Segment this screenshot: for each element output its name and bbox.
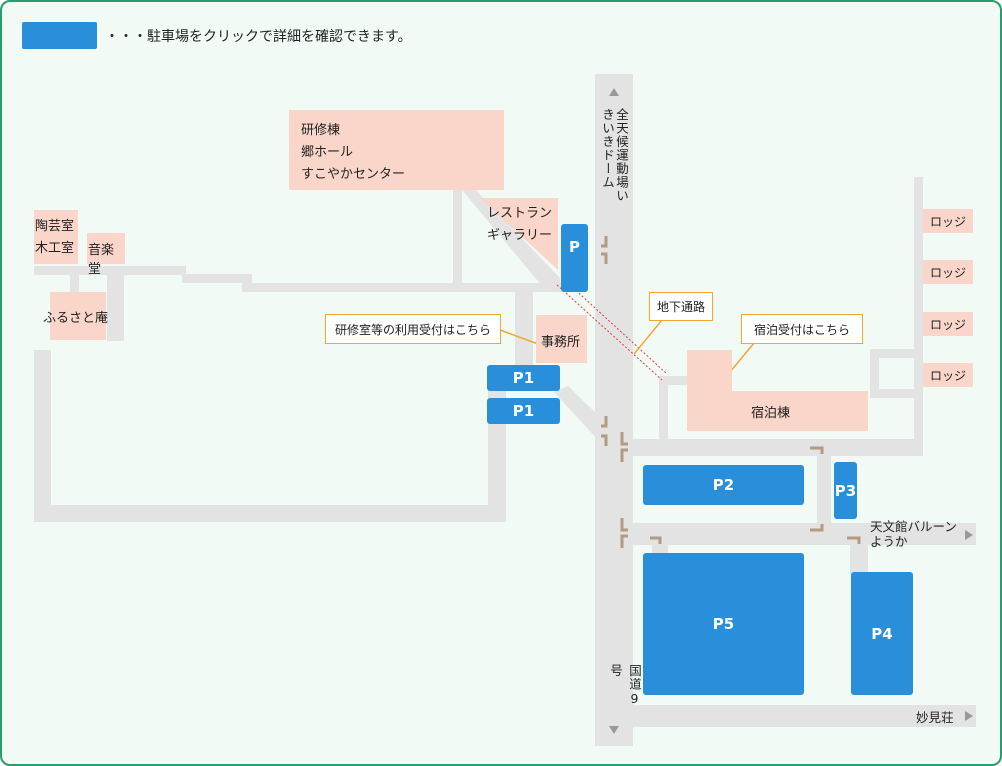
road-left-loop-vertical xyxy=(34,350,51,522)
road-main-vertical xyxy=(595,74,633,746)
road-shukuhaku-stub2 xyxy=(659,376,689,385)
lodge-2: ロッジ xyxy=(923,260,973,284)
road-shukuhaku-stub xyxy=(659,376,668,444)
parking-p3[interactable]: P3 xyxy=(834,462,857,519)
road-top-west2 xyxy=(182,274,252,283)
legend-text: ・・・駐車場をクリックで詳細を確認できます。 xyxy=(105,29,412,45)
building-restaurant: レストラン ギャラリー xyxy=(487,206,553,243)
parking-p1-lower[interactable]: P1 xyxy=(487,398,560,424)
road-lodge-vertical xyxy=(914,177,923,456)
lodge-3: ロッジ xyxy=(923,312,973,336)
road-p3-stub xyxy=(817,452,831,527)
route-label: 国道9号 xyxy=(608,664,642,707)
road-top-center xyxy=(242,283,572,292)
callout-underground: 地下通路 xyxy=(649,292,713,321)
building-furusato: ふるさと庵 xyxy=(43,292,108,340)
building-shukuhaku: 宿泊棟 xyxy=(687,391,868,431)
road-stub-tougei xyxy=(70,266,79,294)
road-p4-stub xyxy=(850,542,868,574)
road-row-east xyxy=(633,439,923,456)
building-shukuhaku-annex xyxy=(687,350,732,394)
road-lodge-loop2 xyxy=(870,349,879,397)
parking-p4[interactable]: P4 xyxy=(851,572,913,695)
dest-tenbunkan-arrow-icon xyxy=(965,530,973,540)
road-lodge-loop xyxy=(870,349,914,358)
callout-kenshu-reception: 研修室等の利用受付はこちら xyxy=(325,314,501,344)
road-row-bottom xyxy=(633,705,976,727)
callout-lodging-reception: 宿泊受付はこちら xyxy=(741,314,863,344)
parking-p2[interactable]: P2 xyxy=(643,465,804,505)
road-left-loop-bottom xyxy=(34,505,506,522)
road-center-down xyxy=(515,290,533,366)
building-jimusho: 事務所 xyxy=(536,315,587,363)
road-kenshu-down xyxy=(453,190,462,283)
road-p5-stub xyxy=(652,542,668,556)
road-stub-ongaku xyxy=(107,266,124,341)
route-arrow-down-icon xyxy=(609,726,619,734)
dest-tenbunkan: 天文館バルーン ようか xyxy=(870,519,957,549)
road-lodge-loop3 xyxy=(870,389,914,398)
dome-label: 全天候運動場いきいきドーム xyxy=(600,108,629,203)
lodge-1: ロッジ xyxy=(923,209,973,233)
road-row-lower xyxy=(633,523,976,545)
building-kenshu: 研修棟 郷ホール すこやかセンター xyxy=(289,110,504,190)
route-arrow-up-icon xyxy=(609,88,619,96)
building-ongaku: 音楽堂 xyxy=(87,233,125,277)
building-restaurant-shape xyxy=(480,198,558,270)
lodge-4: ロッジ xyxy=(923,363,973,387)
building-tougei: 陶芸室 木工室 xyxy=(34,210,78,264)
legend-swatch xyxy=(22,22,97,49)
parking-p5[interactable]: P5 xyxy=(643,553,804,695)
parking-p1-upper[interactable]: P1 xyxy=(487,365,560,391)
dest-myokenso-arrow-icon xyxy=(965,711,973,721)
parking-p-small[interactable]: P xyxy=(561,224,588,292)
dest-myokenso: 妙見荘 xyxy=(916,710,954,725)
